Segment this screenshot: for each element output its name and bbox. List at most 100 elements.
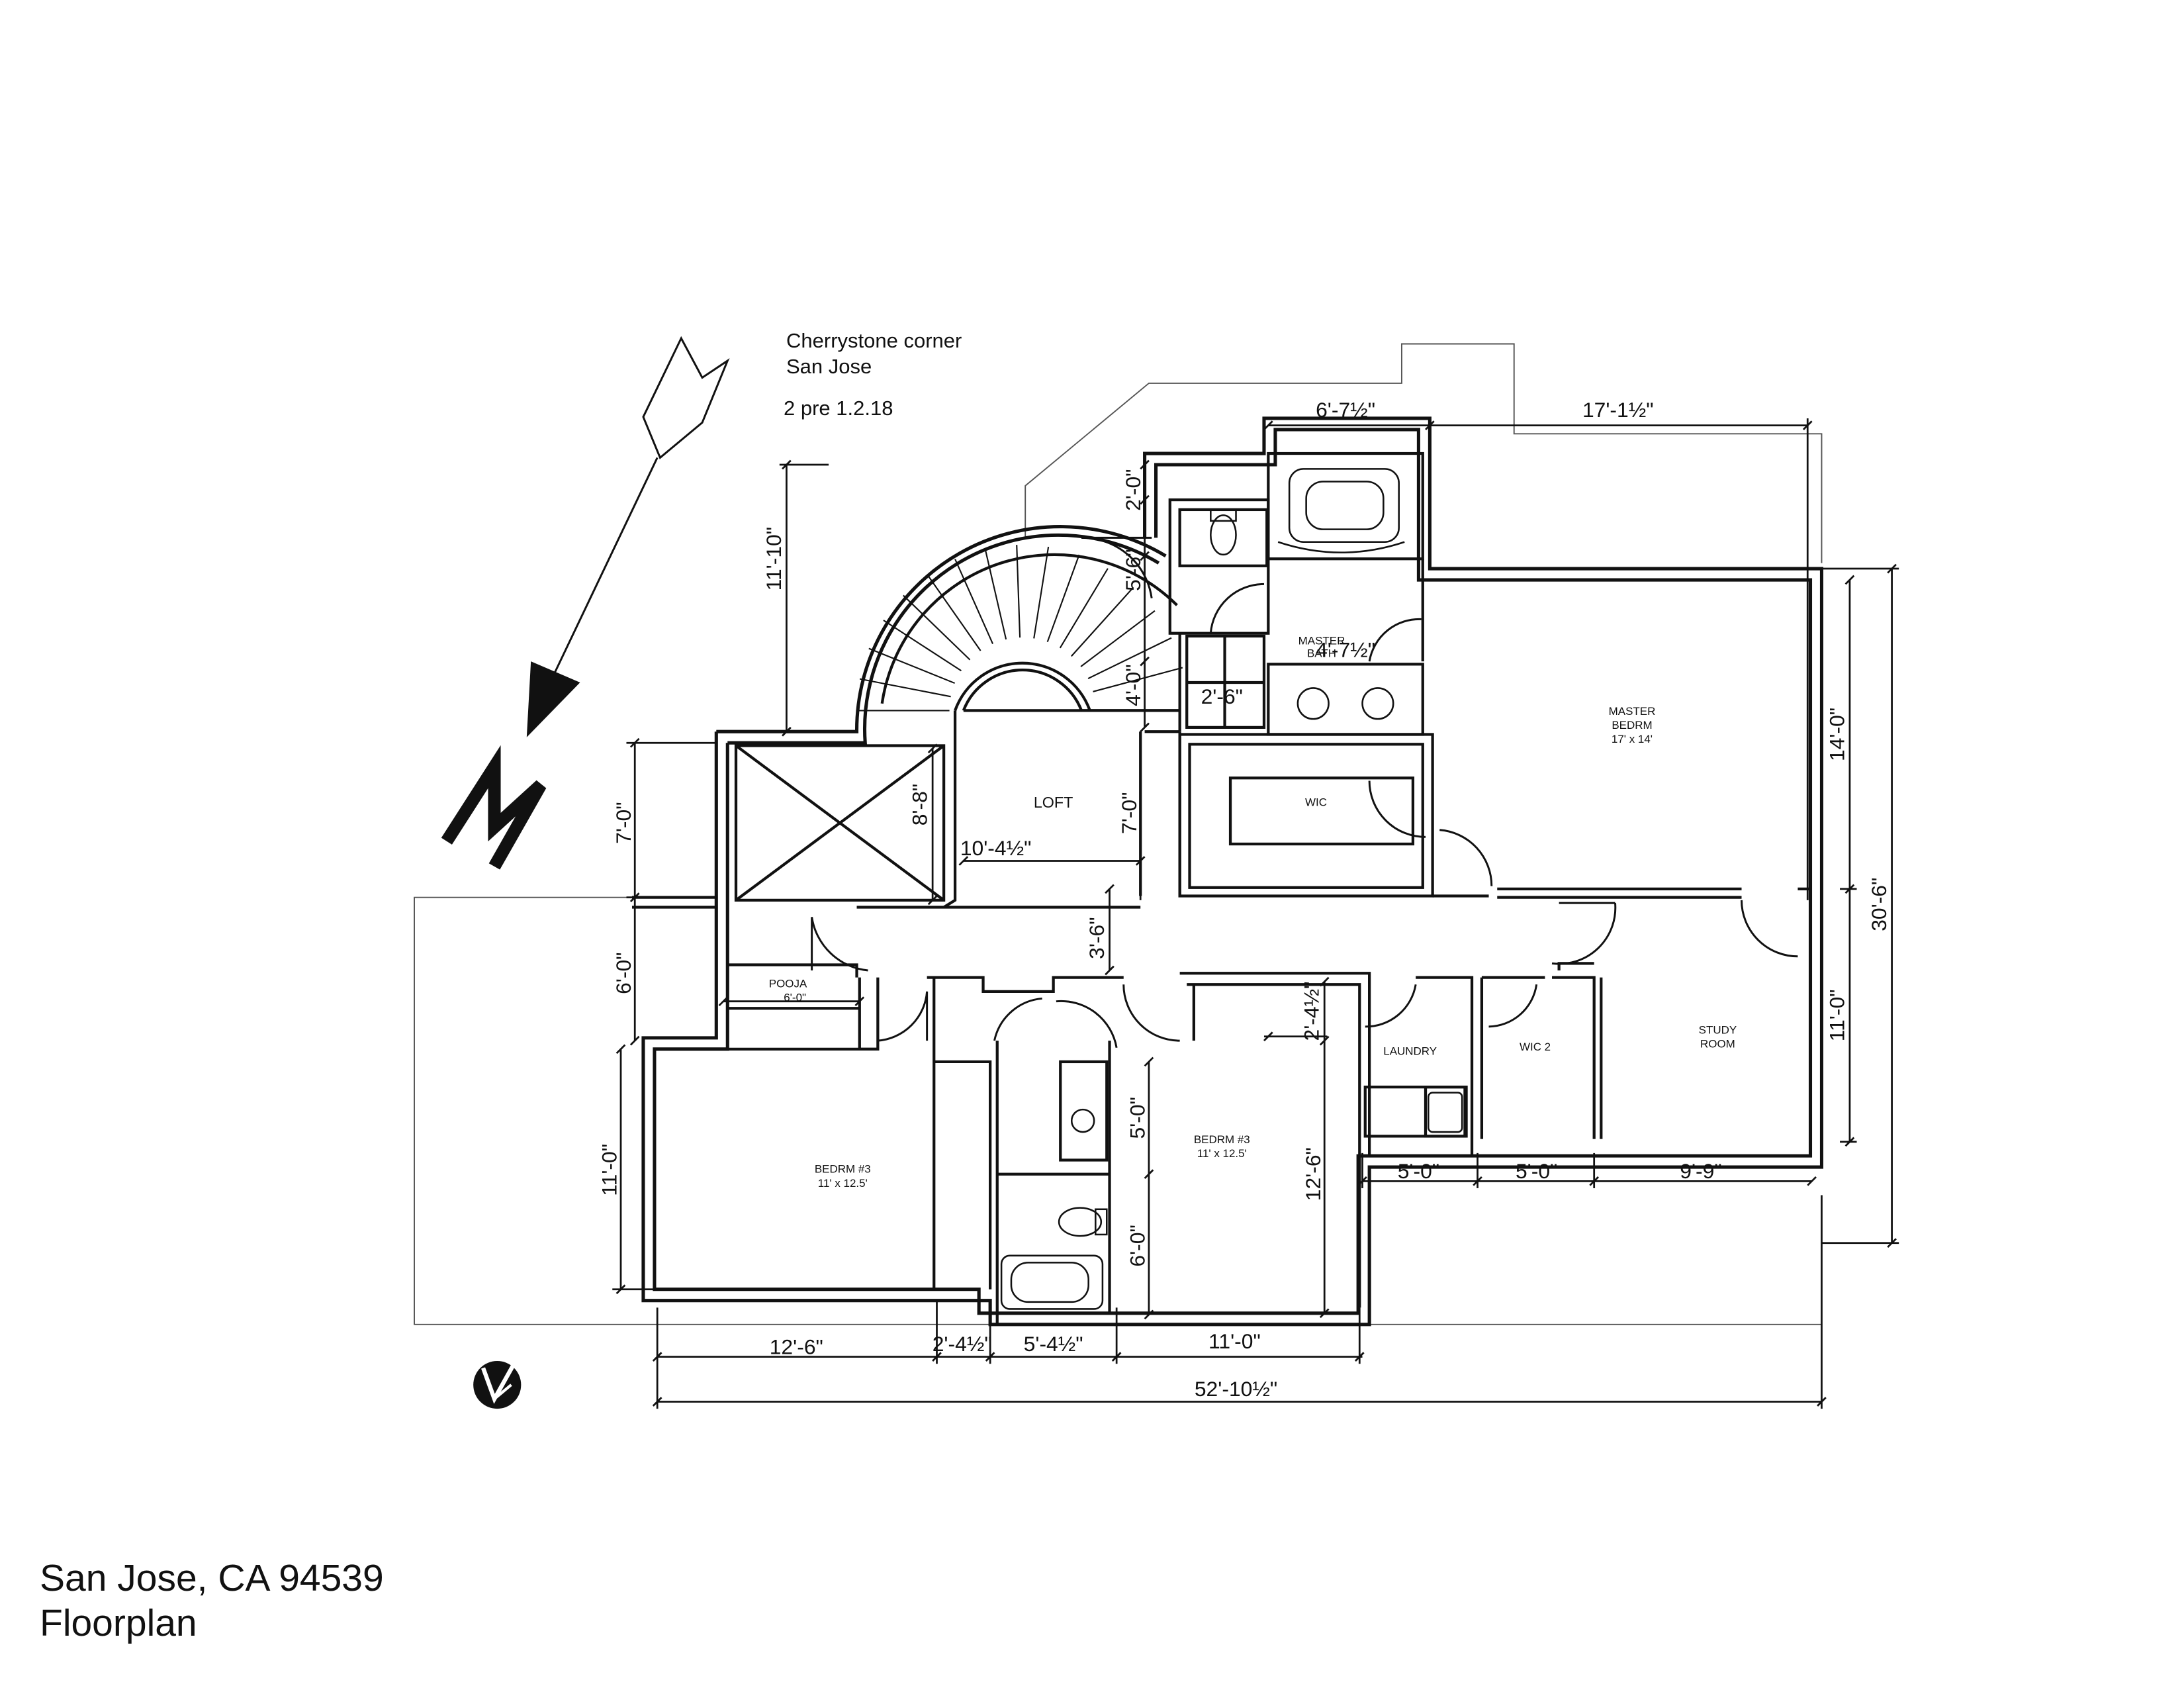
dim-label: 2'-0" (1121, 469, 1145, 511)
room-laundry: LAUNDRY (1383, 1045, 1437, 1057)
spiral-stair-treads (856, 545, 1183, 712)
dim-label: 5'-0" (1516, 1159, 1557, 1183)
dim-tick (1802, 420, 1813, 430)
stair-tread (1071, 586, 1134, 657)
project-line-2: San Jose (786, 354, 872, 378)
dim-tick (1144, 1056, 1154, 1067)
stair-tread (868, 647, 956, 684)
dim-tick (1319, 976, 1330, 987)
dim-tick (927, 743, 938, 754)
dim-tick (629, 737, 640, 748)
dim-label: 52'-10½" (1195, 1377, 1277, 1401)
footer-sheet-title: Floorplan (40, 1602, 197, 1645)
dim-tick (629, 892, 640, 902)
dim-tick (1135, 856, 1146, 866)
dim-tick (1589, 1176, 1600, 1186)
exterior-walls (641, 416, 1824, 1327)
dim-label: 2'-4½" (933, 1332, 992, 1356)
stair-tread (1093, 667, 1183, 692)
dim-tick (1473, 1176, 1482, 1186)
master-tub-icon (1288, 468, 1400, 543)
dim-label: 6'-7½" (1316, 398, 1375, 422)
dim-tick (1263, 1031, 1273, 1042)
dim-label: 11'-0" (598, 1144, 621, 1196)
footer-address: San Jose, CA 94539 (40, 1557, 384, 1599)
dim-tick (1319, 1308, 1330, 1319)
dim-tick (1354, 1352, 1365, 1362)
stair-tread (954, 559, 994, 645)
dim-tick (1844, 884, 1855, 894)
dim-label: 5'-0" (1126, 1097, 1150, 1139)
dim-tick (1817, 1397, 1827, 1407)
room-wic-2: WIC 2 (1520, 1041, 1551, 1053)
dim-label: 2'-4½" (1300, 982, 1324, 1041)
project-title: Cherrystone corner San Jose (786, 328, 962, 380)
dim-label: 11'-0" (1208, 1329, 1261, 1353)
dim-tick (1844, 575, 1855, 585)
stair-tread (984, 549, 1007, 640)
dim-tick (1105, 884, 1115, 894)
dim-label: 4'-0" (1121, 664, 1145, 706)
dim-label: 3'-6" (1085, 917, 1109, 959)
footer-block: San Jose, CA 94539 Floorplan (40, 1556, 384, 1646)
sink-icon (1070, 1108, 1095, 1133)
dim-label: 6'-0" (1126, 1225, 1150, 1266)
dim-tick (1887, 1238, 1897, 1248)
dim-tick (652, 1352, 662, 1362)
dim-label: 8'-8" (908, 784, 932, 825)
stair-tread (1046, 554, 1080, 643)
dim-tick (958, 856, 969, 866)
dim-tick (1844, 1137, 1855, 1147)
dim-tick (1144, 1309, 1154, 1320)
dim-label: 30'-6" (1867, 878, 1891, 931)
project-line-1: Cherrystone corner (786, 329, 962, 352)
dimension-lines (612, 418, 1899, 1409)
stair-tread (883, 620, 962, 672)
dim-label: 11'-10" (762, 527, 786, 590)
dim-tick (985, 1352, 995, 1362)
dim-label: 10'-4½" (960, 836, 1032, 860)
room-loft: LOFT (1034, 794, 1073, 811)
dim-label: 5'-6" (1121, 549, 1145, 590)
stair-tread (927, 574, 981, 651)
dim-tick (1140, 656, 1150, 667)
dim-tick (1887, 563, 1897, 574)
dim-label: 11'-0" (1825, 990, 1848, 1042)
dim-tick (1319, 1035, 1330, 1046)
dim-label: 14'-0" (1825, 708, 1848, 761)
dim-tick (1140, 494, 1150, 505)
dim-tick (1357, 1176, 1367, 1186)
dim-tick (782, 726, 792, 737)
dim-tick (1263, 420, 1273, 430)
dim-label: 4'-7½" (1316, 638, 1375, 662)
stair-tread (1016, 545, 1021, 638)
door-swings (811, 536, 1798, 1048)
interior-walls (631, 451, 1811, 1325)
room-wic: WIC (1305, 796, 1327, 809)
dim-tick (615, 1044, 626, 1055)
project-revision: 2 pre 1.2.18 (784, 397, 893, 420)
dim-tick (1140, 551, 1150, 561)
dim-tick (1140, 459, 1150, 470)
dim-tick (854, 996, 865, 1007)
dim-tick (1140, 722, 1150, 733)
sink-icon (1297, 687, 1330, 720)
stair-tread (859, 678, 951, 698)
dim-label: 9'-9" (1680, 1159, 1721, 1183)
north-arrow-icon (441, 336, 730, 870)
sink-icon (1361, 687, 1394, 720)
dim-label: 2'-6" (1201, 684, 1243, 708)
dim-tick (927, 895, 938, 906)
stair-tread (1087, 637, 1172, 679)
dim-tick (932, 1352, 942, 1362)
dim-label: 7'-0" (612, 802, 635, 843)
toilet-icon (1058, 1207, 1103, 1237)
